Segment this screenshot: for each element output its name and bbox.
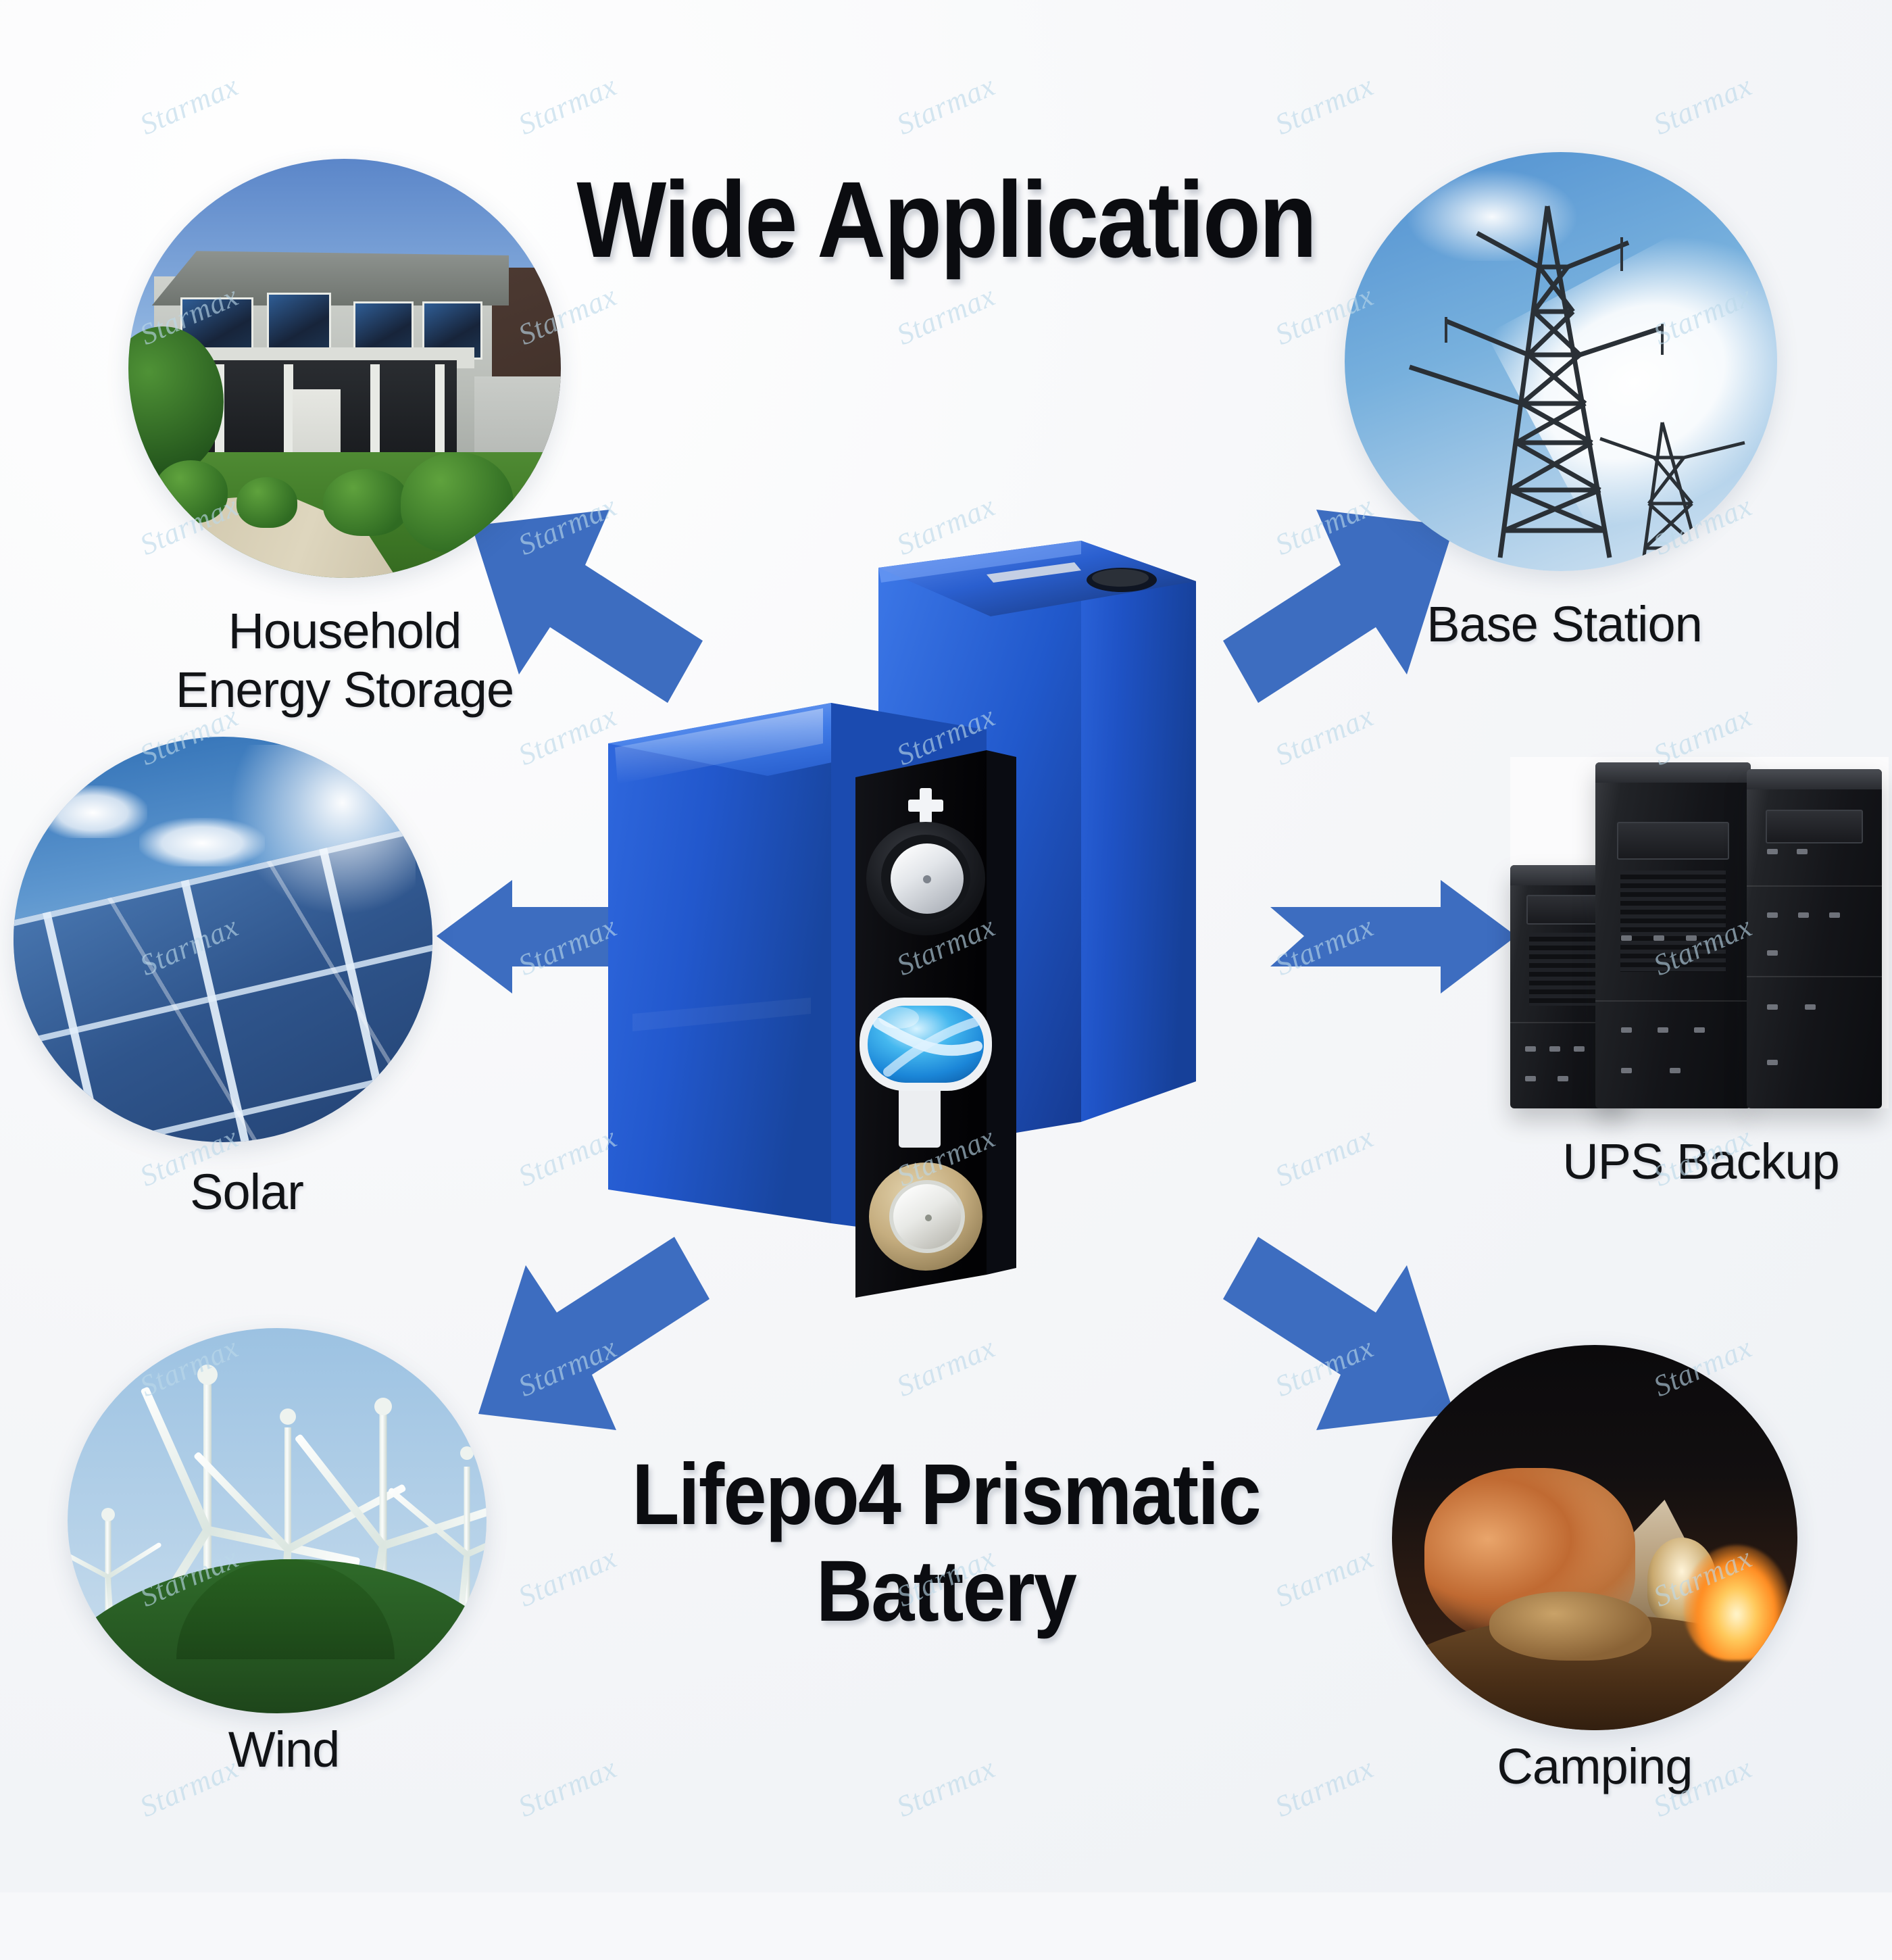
- application-label-base-station: Base Station: [1426, 595, 1703, 654]
- watermark-text: Starmax: [891, 1750, 1001, 1824]
- wind-turbines-photo: [68, 1328, 487, 1713]
- application-label-solar: Solar: [190, 1162, 304, 1221]
- application-card-household-energy-storage[interactable]: Household Energy Storage: [128, 159, 574, 754]
- terminal-strip-edge: [987, 750, 1016, 1275]
- application-label-ups-backup: UPS Backup: [1562, 1132, 1840, 1191]
- positive-terminal: [866, 822, 985, 935]
- battery-front-left-face: [608, 703, 831, 1223]
- ups-cabinet-right: [1747, 769, 1882, 1108]
- label-line-2: Energy Storage: [175, 662, 514, 718]
- application-card-wind[interactable]: Wind: [68, 1328, 500, 1815]
- application-card-base-station[interactable]: Base Station: [1345, 152, 1791, 706]
- page-title: Wide Application: [576, 159, 1317, 280]
- arrow-to-wind: [478, 1237, 710, 1430]
- campfire-tent-photo: [1392, 1345, 1797, 1730]
- pylon-secondary: [1599, 422, 1745, 571]
- negative-terminal: [869, 1162, 982, 1271]
- positive-polarity-icon: [908, 788, 943, 823]
- ups-cabinet-center: [1595, 762, 1751, 1108]
- application-card-ups-backup[interactable]: UPS Backup: [1510, 757, 1892, 1244]
- arrow-to-ups-backup: [1270, 880, 1516, 994]
- ups-cabinets-photo: [1510, 757, 1889, 1108]
- lid-highlight: [878, 541, 1081, 583]
- lid-vent-strip: [987, 562, 1081, 583]
- front-left-gloss: [615, 708, 823, 784]
- battery-top-lid: [878, 541, 1196, 616]
- transmission-tower-photo: [1345, 152, 1777, 571]
- label-line-1: Household: [228, 603, 462, 659]
- product-caption: Lifepo4 Prismatic Battery: [95, 1446, 1797, 1640]
- suburban-house-photo: [128, 159, 561, 578]
- safety-vent: [860, 998, 992, 1148]
- application-label-household-energy-storage: Household Energy Storage: [176, 602, 514, 720]
- label-line-1: UPS Backup: [1562, 1133, 1840, 1190]
- solar-panels-photo: [14, 737, 432, 1142]
- application-card-solar[interactable]: Solar: [14, 737, 473, 1250]
- label-line-1: Camping: [1497, 1738, 1693, 1794]
- insulators: [1445, 237, 1664, 355]
- battery-right-side: [1081, 541, 1196, 1122]
- application-card-camping[interactable]: Camping: [1392, 1345, 1824, 1832]
- caption-line-1: Lifepo4 Prismatic: [632, 1446, 1262, 1543]
- caption-line-2: Battery: [816, 1543, 1077, 1640]
- label-line-1: Base Station: [1426, 596, 1703, 652]
- lifepo4-prismatic-battery-cell: [608, 541, 1196, 1298]
- application-label-wind: Wind: [228, 1720, 341, 1779]
- front-left-gloss-band: [632, 998, 811, 1031]
- lid-terminal-right-cap: [1092, 569, 1149, 587]
- label-line-1: Wind: [228, 1721, 341, 1778]
- application-label-camping: Camping: [1497, 1737, 1693, 1796]
- label-line-1: Solar: [190, 1164, 304, 1220]
- pylon-main: [1408, 205, 1664, 558]
- infographic-canvas: Wide Application: [0, 0, 1892, 1892]
